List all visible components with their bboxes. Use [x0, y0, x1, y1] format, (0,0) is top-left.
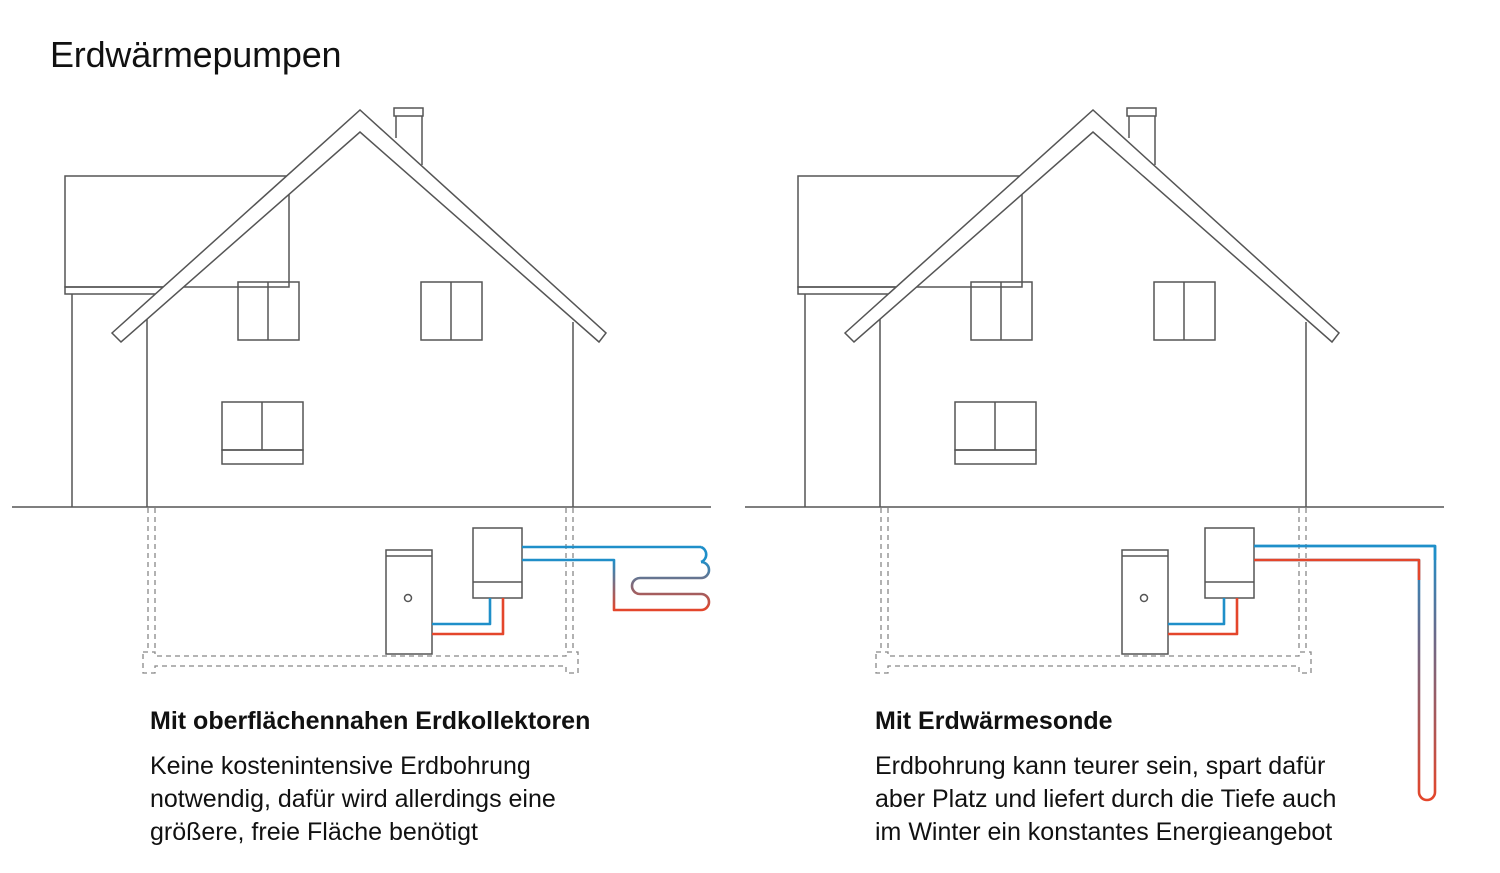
ground-collector	[522, 558, 711, 612]
caption-line: notwendig, dafür wird allerdings eine	[150, 785, 556, 813]
caption-heading: Mit oberflächennahen Erdkollektoren	[150, 707, 591, 735]
caption-line: Keine kostenintensive Erdbohrung	[150, 752, 531, 780]
pipes-right	[1168, 544, 1437, 802]
caption-heading: Mit Erdwärmesonde	[875, 707, 1113, 735]
caption-right: Mit Erdwärmesonde Erdbohrung kann teurer…	[875, 706, 1435, 849]
chimney	[1126, 107, 1157, 117]
house-right	[745, 107, 1444, 508]
main-roof	[843, 108, 1341, 344]
annex-eave	[64, 286, 164, 295]
heat-pump-unit	[472, 527, 523, 599]
caption-text: Erdbohrung kann teurer sein, spart dafür…	[875, 750, 1435, 849]
caption-left: Mit oberflächennahen Erdkollektoren Kein…	[150, 706, 710, 849]
annex-roof	[64, 175, 290, 288]
caption-text: Keine kostenintensive Erdbohrung notwend…	[150, 750, 710, 849]
annex-roof	[797, 175, 1023, 288]
annex-eave	[797, 286, 897, 295]
heat-pump-unit	[1204, 527, 1255, 599]
pipes-left	[432, 545, 711, 636]
main-roof	[110, 108, 608, 344]
basement-right	[875, 508, 1312, 674]
caption-line: Erdbohrung kann teurer sein, spart dafür	[875, 752, 1326, 780]
caption-line: größere, freie Fläche benötigt	[150, 818, 478, 846]
chimney	[393, 107, 424, 117]
caption-line: im Winter ein konstantes Energieangebot	[875, 818, 1333, 846]
heat-pump-right	[1121, 527, 1255, 655]
heat-pump-left	[385, 527, 523, 655]
house-left	[12, 107, 711, 508]
caption-line: aber Platz und liefert durch die Tiefe a…	[875, 785, 1337, 813]
borehole-probe	[1254, 544, 1437, 802]
page-title: Erdwärmepumpen	[50, 34, 342, 75]
basement-left	[142, 508, 579, 674]
